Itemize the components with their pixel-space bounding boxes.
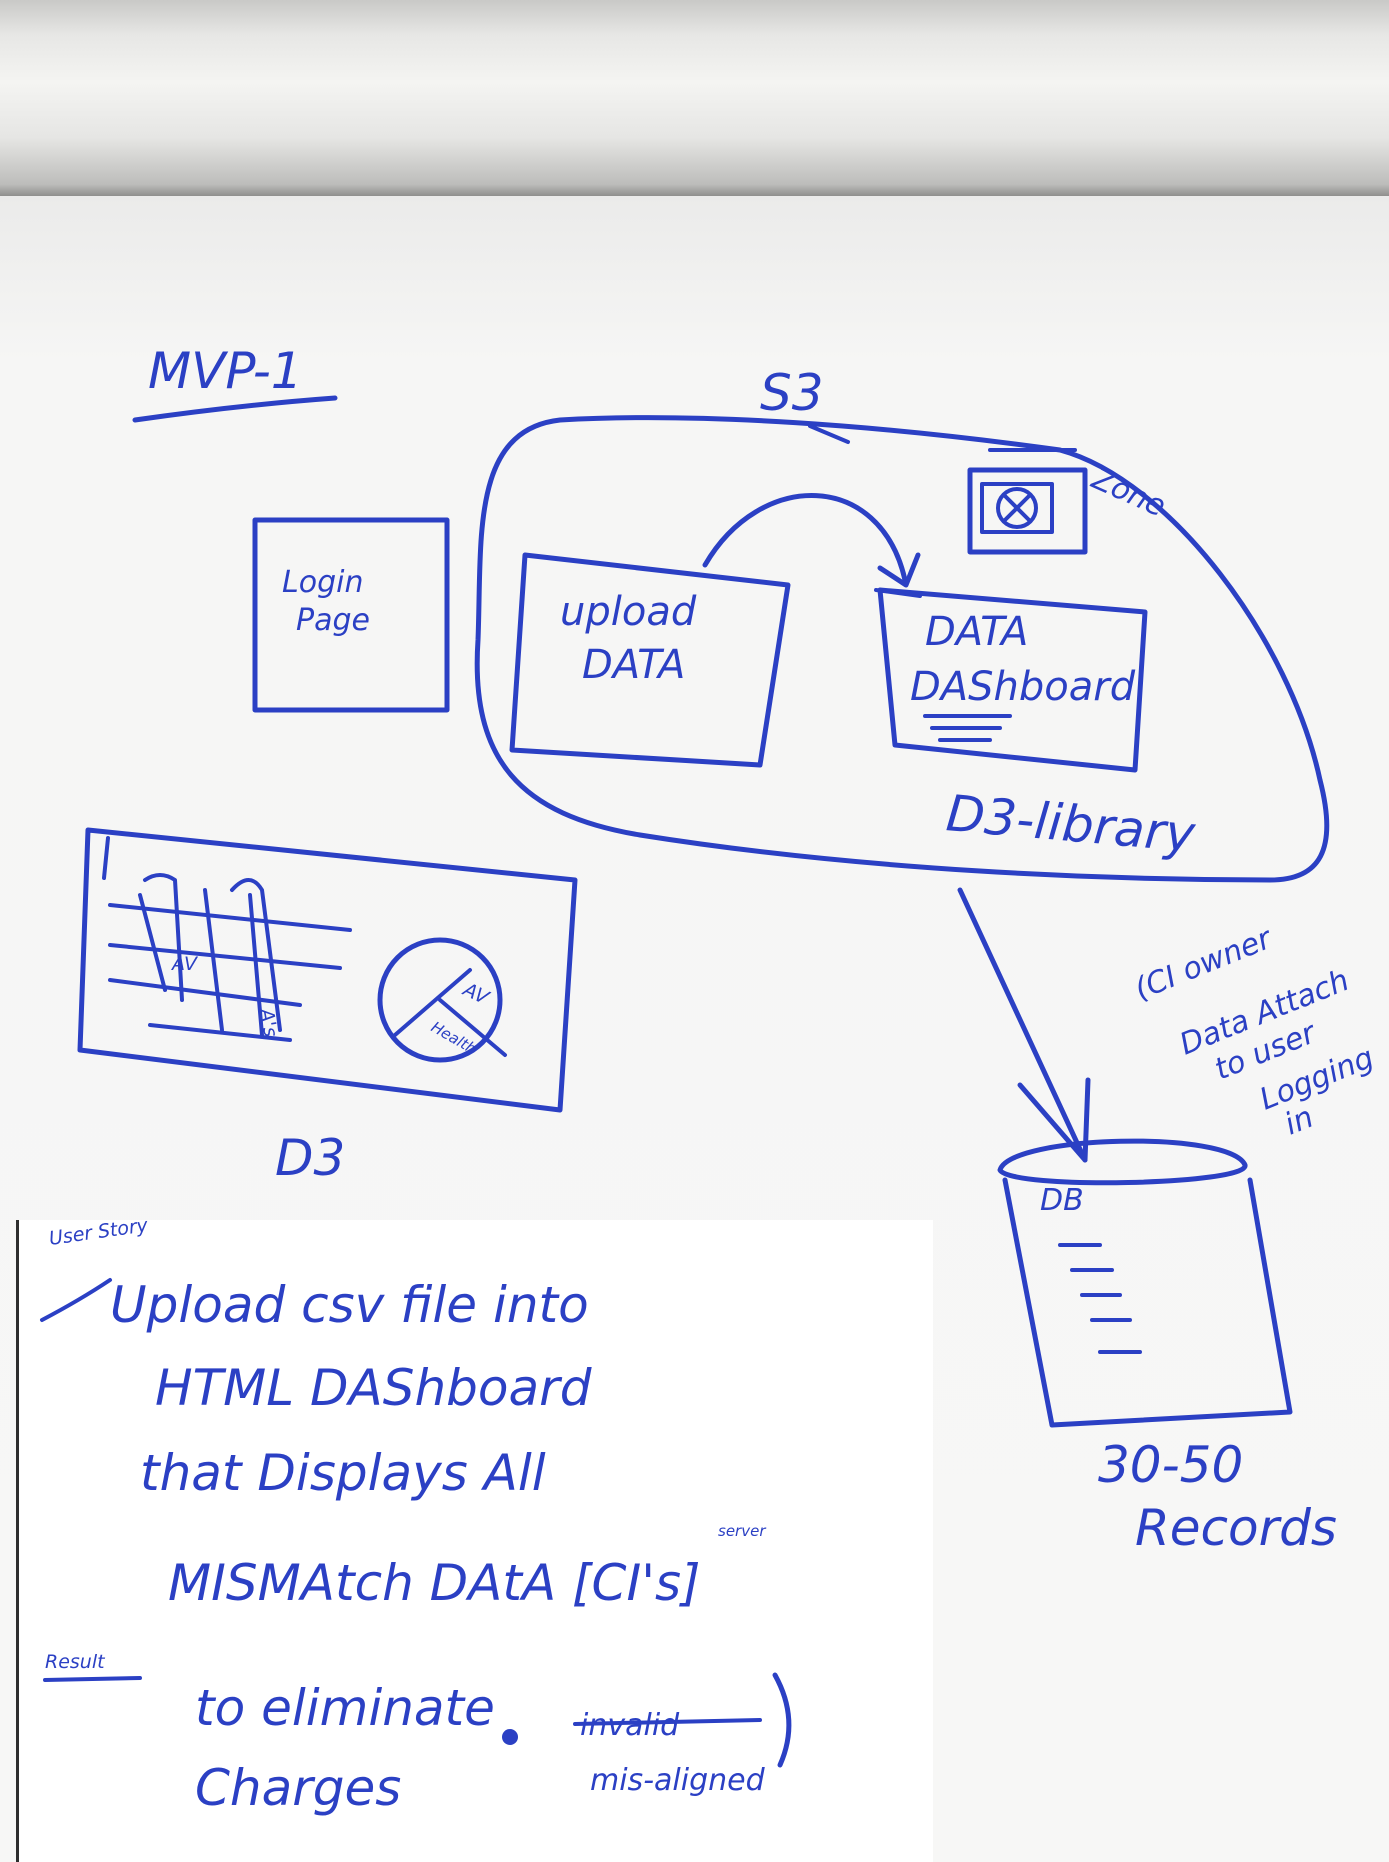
svg-text:A's: A's (255, 1005, 282, 1039)
server-annotation: server (718, 1522, 766, 1540)
login-page-box: Login Page (252, 517, 450, 713)
title-text: MVP-1 (148, 342, 303, 400)
paper-roll (0, 0, 1389, 196)
s3-to-db-arrow (957, 887, 1091, 1163)
svg-text:Health: Health (428, 1018, 480, 1058)
upload-to-dashboard-arrow (702, 493, 921, 588)
data-dashboard-box: DATA DAShboard (874, 587, 1148, 773)
svg-text:DATA: DATA (582, 642, 685, 688)
upload-data-box: upload DATA (509, 552, 791, 768)
s3-tick (808, 424, 850, 444)
d3-label: D3 (275, 1129, 345, 1187)
s3-boundary (474, 415, 1330, 883)
svg-text:AV: AV (170, 953, 199, 975)
records-label: Records (1135, 1499, 1337, 1557)
zone-box: Zone (967, 448, 1171, 555)
strike-line (573, 1718, 762, 1726)
s3-label: S3 (760, 364, 824, 422)
ink-dot (502, 1729, 518, 1745)
user-story-note (16, 1220, 933, 1862)
user-story-tag: User Story (48, 1214, 150, 1250)
svg-text:DATA: DATA (925, 609, 1028, 655)
svg-text:AV: AV (458, 978, 494, 1010)
user-story-tag-line (40, 1278, 112, 1322)
title-underline (132, 395, 338, 423)
svg-text:upload: upload (560, 589, 697, 635)
result-tag: Result (45, 1651, 106, 1673)
svg-text:(CI owner: (CI owner (1130, 920, 1278, 1007)
svg-text:DAShboard: DAShboard (910, 664, 1136, 710)
d3-sketch-box: AV A's AV Health (77, 827, 578, 1113)
zone-label: Zone (1086, 461, 1171, 524)
database-cylinder: DB (997, 1138, 1293, 1428)
result-line-1: to eliminate (195, 1679, 495, 1737)
story-line-1: Upload csv file into (110, 1276, 589, 1334)
story-line-2: HTML DAShboard (155, 1359, 592, 1417)
user-story: User Story Upload csv file into HTML DAS… (40, 1214, 792, 1817)
side-note: (CI owner Data Attach to user Logging in (1130, 920, 1379, 1142)
result-line-2: Charges (195, 1759, 401, 1817)
result-tag-underline (43, 1676, 142, 1682)
story-line-3: that Displays All (140, 1444, 546, 1502)
svg-text:Login: Login (282, 565, 363, 600)
db-label: DB (1040, 1183, 1084, 1218)
records-count: 30-50 (1098, 1436, 1243, 1494)
misaligned-word: mis-aligned (590, 1763, 766, 1798)
result-bracket (772, 1672, 792, 1768)
svg-text:Page: Page (296, 603, 370, 638)
story-line-4: MISMAtch DAtA [CI's] (168, 1554, 701, 1612)
d3-library-label: D3-library (944, 784, 1199, 864)
